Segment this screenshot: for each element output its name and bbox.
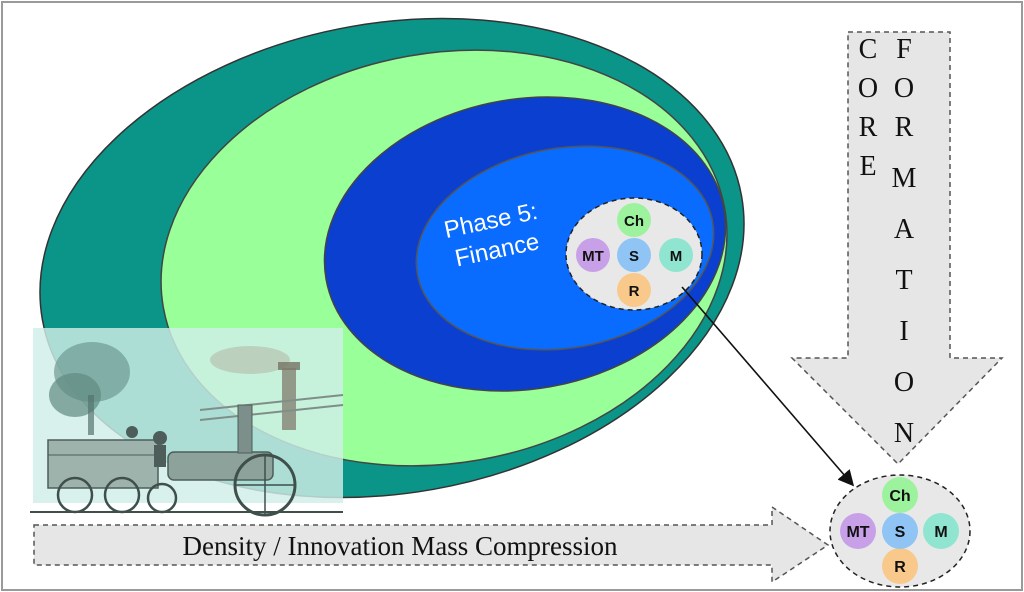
inner-circle-m <box>659 238 693 272</box>
formation-letter: R <box>895 112 914 143</box>
outer-label-mt: MT <box>846 524 869 541</box>
formation-letter: A <box>894 214 915 245</box>
core-letter: R <box>859 112 878 143</box>
core-formation-arrow <box>790 31 1004 466</box>
formation-letter: I <box>899 316 908 347</box>
inner-label-r: R <box>629 283 640 300</box>
inner-circle-s <box>617 238 651 272</box>
inner-label-s: S <box>629 248 639 265</box>
core-letter: C <box>859 34 878 65</box>
formation-letter: O <box>894 367 914 398</box>
outer-circle-mt <box>840 513 876 549</box>
core-letter: E <box>859 151 876 182</box>
density-arrow <box>33 505 830 584</box>
outer-label-s: S <box>895 524 906 541</box>
inner-circle-mt <box>576 238 610 272</box>
inner-label-mt: MT <box>582 248 604 265</box>
outer-circle-r <box>882 548 918 584</box>
formation-letter: N <box>894 418 914 449</box>
steam-locomotive-illustration <box>30 328 344 517</box>
formation-letter: T <box>895 265 912 296</box>
outer-label-m: M <box>934 524 947 541</box>
outer-label-ch: Ch <box>889 488 910 505</box>
inner-label-ch: Ch <box>624 213 644 230</box>
inner-circle-r <box>617 273 651 307</box>
outer-label-r: R <box>894 559 906 576</box>
formation-text: F O R M A T I O N <box>892 34 917 449</box>
core-letter: O <box>858 73 878 104</box>
outer-cluster: Ch MT S M R <box>829 474 971 588</box>
formation-letter: F <box>896 34 912 65</box>
formation-letter: M <box>892 163 917 194</box>
outer-circle-s <box>882 513 918 549</box>
density-arrow-label: Density / Innovation Mass Compression <box>183 531 618 561</box>
inner-label-m: M <box>670 248 683 265</box>
inner-circle-ch <box>617 203 651 237</box>
connector-arrow <box>681 286 855 487</box>
outer-circle-m <box>923 513 959 549</box>
inner-cluster: Ch MT S M R <box>565 197 703 311</box>
outer-circle-ch <box>882 477 918 513</box>
formation-letter: O <box>894 73 914 104</box>
core-text: C O R E <box>858 34 878 182</box>
